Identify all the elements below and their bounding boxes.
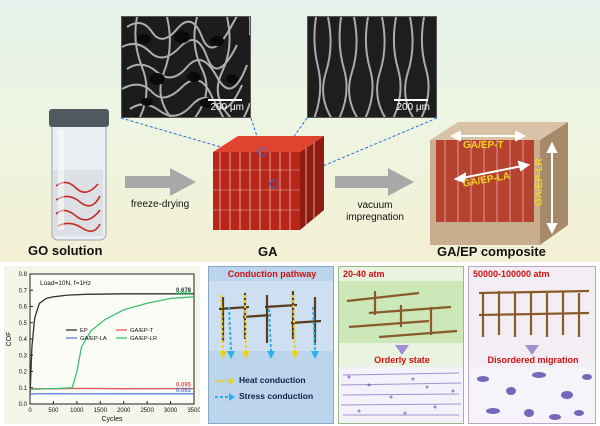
- legend-entry: GA/EP-T: [130, 328, 154, 334]
- sem-image-left: 200 μm: [121, 16, 251, 118]
- y-tick-label: 0.6: [19, 305, 28, 311]
- x-tick-label: 3500: [187, 408, 200, 414]
- legend-stress: Stress conduction: [239, 391, 314, 401]
- panel1-title: Conduction pathway: [227, 269, 317, 279]
- panel3-pressure: 50000-100000 atm: [473, 269, 550, 279]
- x-tick-label: 2500: [140, 408, 154, 414]
- series-line-ep: [29, 293, 194, 396]
- sem-image-right: 200 μm: [307, 16, 437, 118]
- y-tick-label: 0.8: [19, 272, 28, 278]
- step-vacuum: vacuum: [357, 200, 393, 211]
- y-tick-label: 0.2: [19, 370, 28, 376]
- legend-entry: EP: [80, 328, 88, 334]
- panel-disordered: 50000-100000 atm Disordered migration: [468, 266, 596, 424]
- legend-entry: GA/EP-LA: [80, 336, 107, 342]
- label-ga-ep-lr: GA/EP-LR: [534, 158, 545, 206]
- end-value-label: 0.063: [176, 388, 192, 394]
- label-go-solution: GO solution: [28, 243, 103, 258]
- x-tick-label: 3000: [164, 408, 178, 414]
- disordered-network: [469, 289, 595, 423]
- panel3-state: Disordered migration: [487, 355, 579, 365]
- label-ga-ep-t: GA/EP-T: [463, 140, 504, 151]
- step-impregnation: impregnation: [346, 212, 404, 223]
- legend-entry: GA/EP-LR: [130, 336, 157, 342]
- scale-bar: [208, 99, 242, 101]
- x-tick-label: 0: [28, 408, 32, 414]
- cof-chart: 0 500 1000 1500 2000 2500 3000 3500 0.0 0.1 0.2 0.3…: [4, 266, 200, 424]
- end-value-label: 0.095: [176, 383, 192, 389]
- composite-block: [430, 122, 568, 245]
- go-solution-jar: [49, 109, 109, 241]
- y-tick-label: 0.4: [19, 337, 28, 343]
- step-freeze-drying: freeze-drying: [130, 199, 190, 210]
- x-axis-label: Cycles: [101, 416, 123, 423]
- process-schematic: [49, 109, 568, 245]
- scale-bar: [394, 99, 428, 101]
- panel-conduction: Conduction pathway: [208, 266, 334, 424]
- end-value-label: 0.660: [176, 291, 192, 297]
- end-value-label: 0.678: [176, 288, 192, 294]
- series-line-ga-ep-lr: [29, 296, 195, 391]
- plot-area: [29, 273, 195, 405]
- y-tick-label: 0.5: [19, 321, 28, 327]
- label-ga: GA: [258, 244, 278, 259]
- x-tick-label: 1000: [70, 408, 84, 414]
- process-arrow-1: [125, 168, 196, 196]
- legend-heat: Heat conduction: [239, 375, 306, 385]
- panel2-state: Orderly state: [374, 355, 430, 365]
- sem-scale-label: 200 μm: [396, 102, 430, 113]
- y-tick-label: 0.0: [19, 402, 28, 408]
- x-tick-label: 500: [48, 408, 59, 414]
- y-axis-label: COF: [6, 332, 13, 347]
- y-tick-label: 0.7: [19, 288, 28, 294]
- conduction-network: [209, 281, 333, 401]
- sem-scale-label: 200 μm: [210, 102, 244, 113]
- ga-cube: [213, 136, 324, 230]
- series-line-ga-ep-la: [29, 392, 194, 395]
- x-tick-label: 2000: [117, 408, 131, 414]
- process-arrow-2: [335, 168, 414, 196]
- y-tick-label: 0.1: [19, 386, 28, 392]
- orderly-network: [339, 281, 463, 423]
- panel2-pressure: 20-40 atm: [343, 269, 385, 279]
- panel-orderly: 20-40 atm Orderly state: [338, 266, 464, 424]
- label-composite: GA/EP composite: [437, 244, 546, 259]
- y-tick-label: 0.3: [19, 353, 28, 359]
- x-tick-label: 1500: [94, 408, 108, 414]
- chart-annotation: Load=10N, f=1Hz: [40, 280, 91, 287]
